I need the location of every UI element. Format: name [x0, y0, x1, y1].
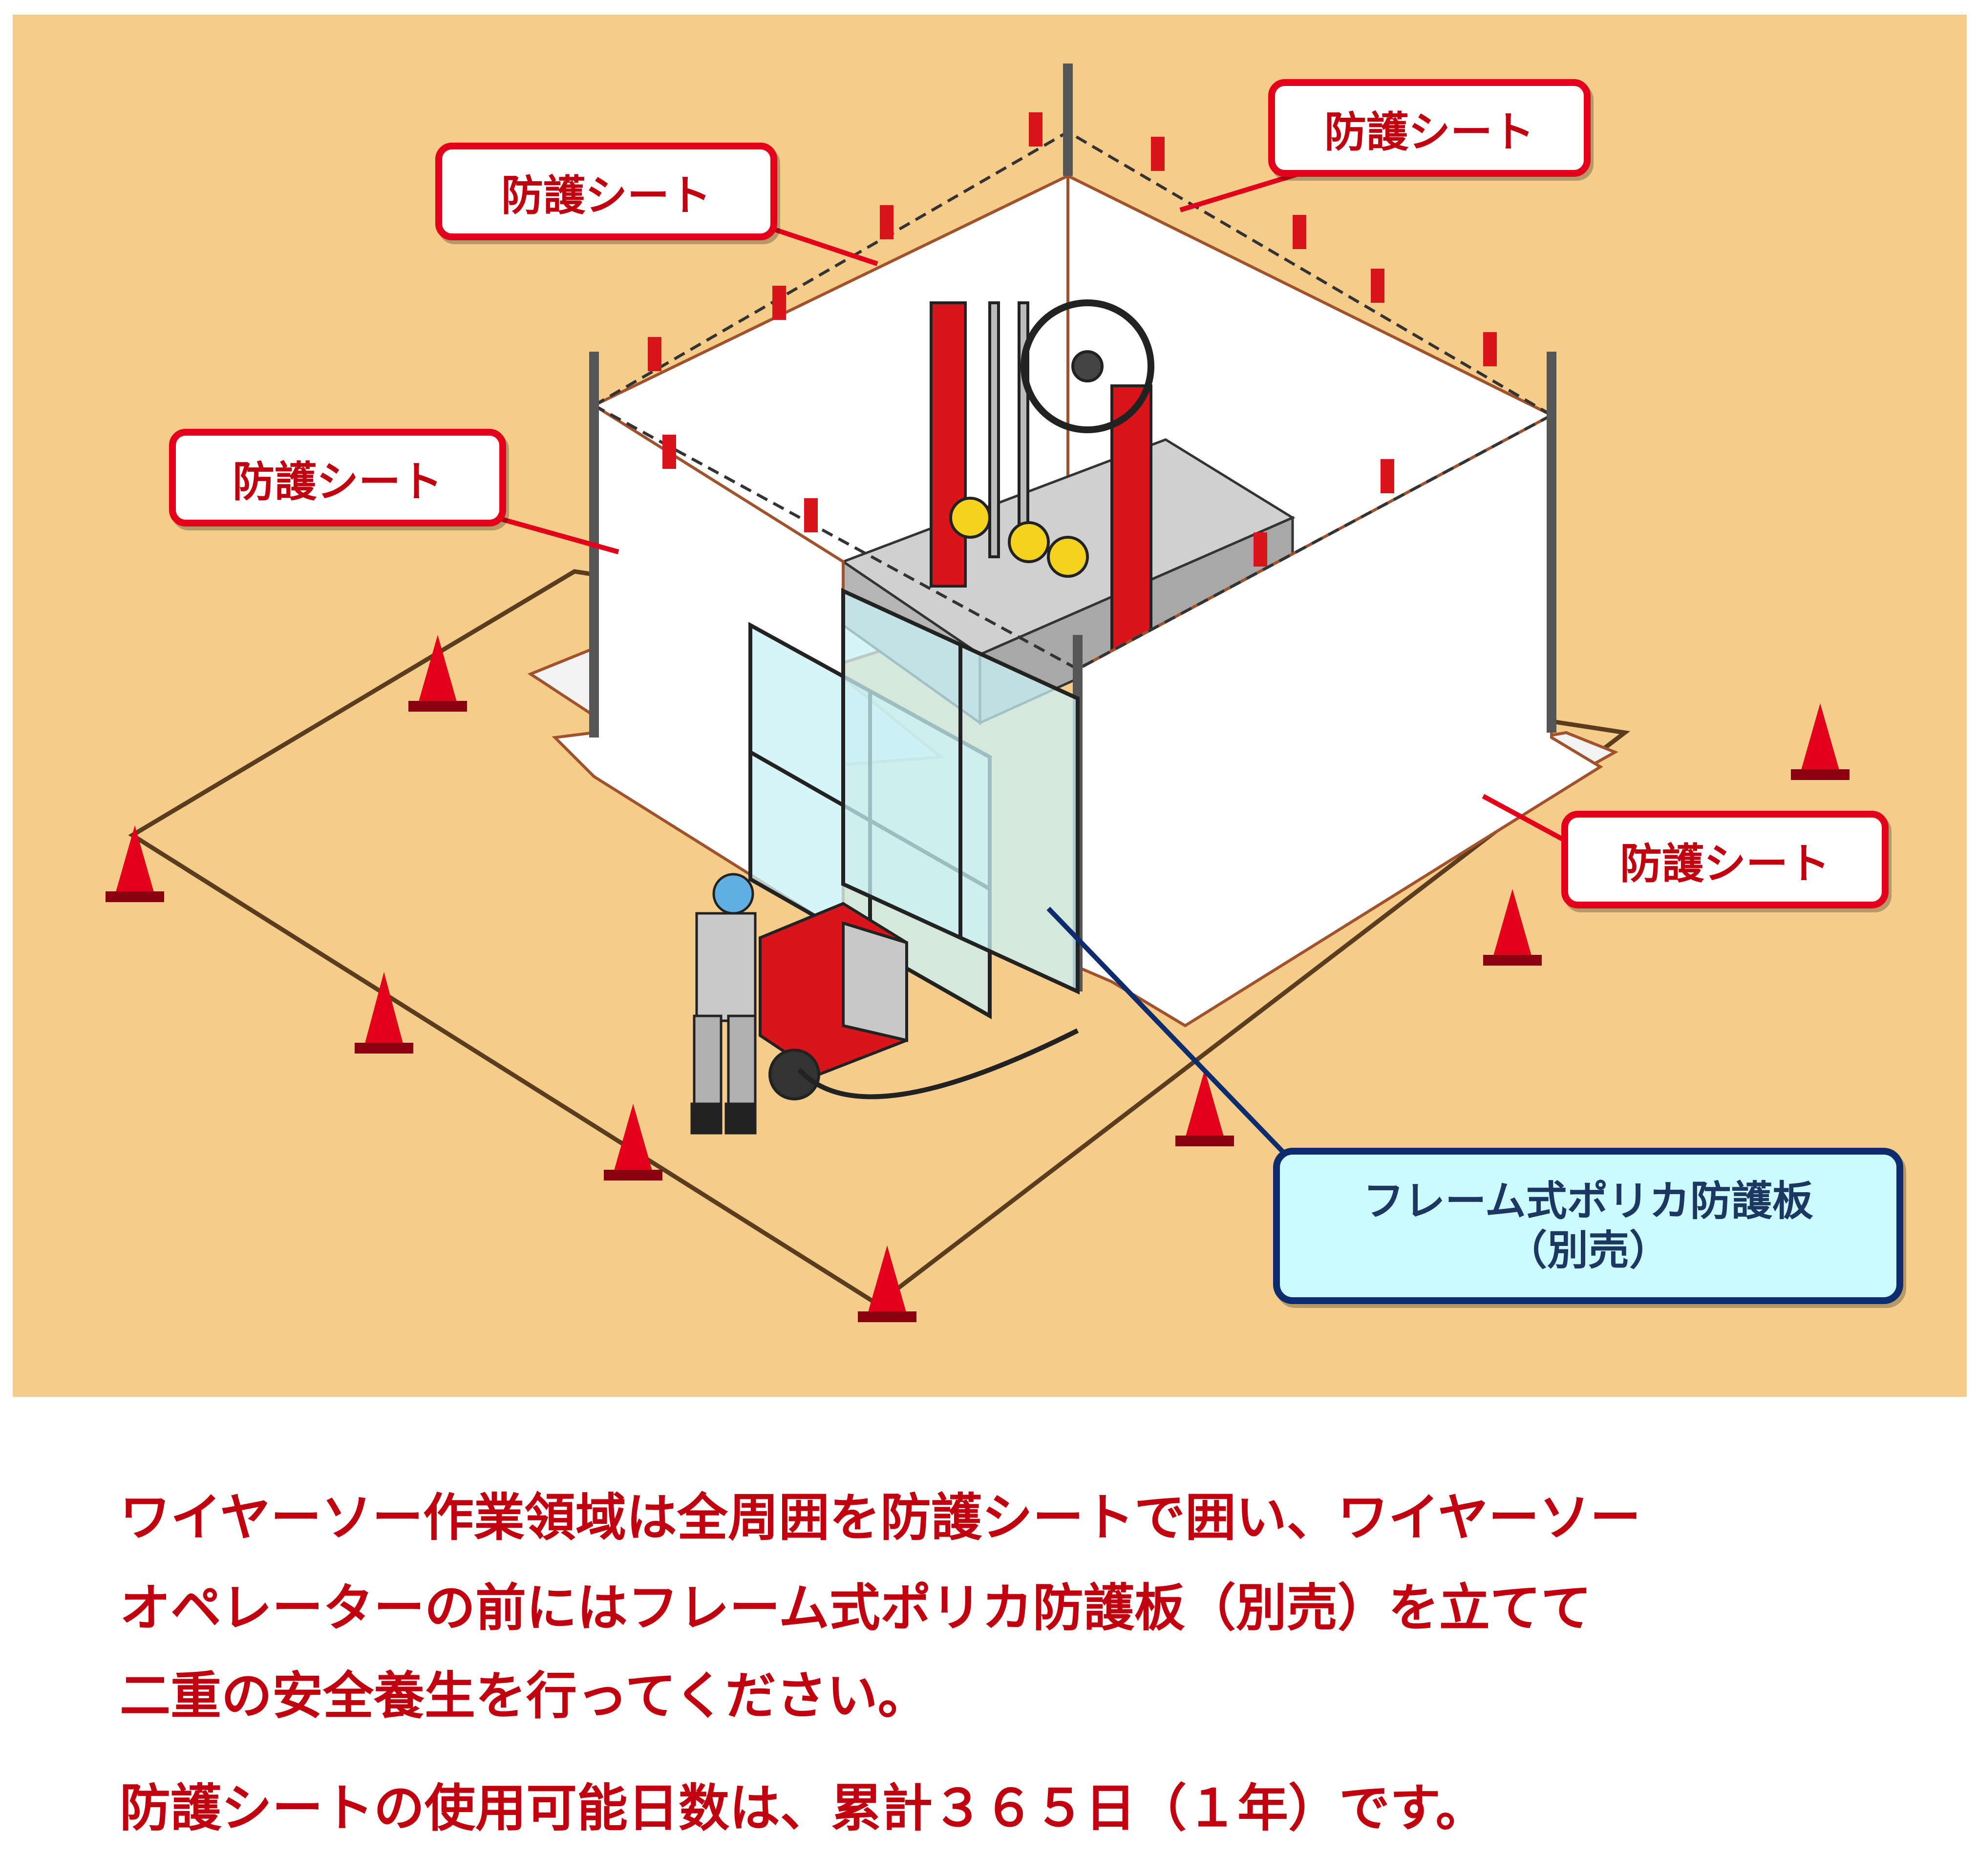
cone-icon: [408, 635, 467, 712]
instruction-line-3: 二重の安全養生を行ってください。: [120, 1666, 929, 1726]
cone-icon: [1483, 889, 1542, 966]
hydraulic-hose: [797, 1028, 1079, 1099]
site-illustration: [106, 63, 1850, 1322]
illustration-area: 防護シート 防護シート 防護シート 防護シート フレーム式ポリカ防護板 （別売）: [13, 15, 1967, 1397]
operator-figure: [690, 873, 757, 1135]
callout-label: 防護シート: [501, 171, 711, 220]
cone-icon: [1791, 703, 1850, 780]
callout-sheet-top-right: 防護シート: [1268, 79, 1591, 177]
callout-sublabel: （別売）: [1506, 1226, 1670, 1274]
traffic-cones: [106, 635, 1850, 1322]
cone-icon: [604, 1104, 662, 1180]
callout-label: 防護シート: [1324, 107, 1534, 157]
cone-icon: [1175, 1070, 1234, 1146]
callout-label: 防護シート: [233, 457, 443, 506]
instruction-line-1: ワイヤーソー作業領域は全周囲を防護シートで囲い、ワイヤーソー: [120, 1488, 1641, 1547]
callout-sheet-top-left: 防護シート: [435, 143, 777, 240]
hydraulic-power-unit: [759, 902, 908, 1100]
callout-label: フレーム式ポリカ防護板: [1363, 1177, 1813, 1225]
callout-sheet-right: 防護シート: [1561, 811, 1889, 908]
clamp-icons: [648, 112, 1497, 567]
callout-sheet-left: 防護シート: [169, 429, 506, 527]
callout-label: 防護シート: [1620, 839, 1830, 888]
cone-icon: [355, 972, 413, 1054]
usage-days-note: 防護シートの使用可能日数は、累計３６５日（１年）です。: [120, 1778, 1487, 1838]
cone-icon: [106, 825, 164, 902]
panel-frame-right: [841, 588, 1080, 995]
cone-icon: [858, 1245, 916, 1322]
callout-polycarbonate-panel: フレーム式ポリカ防護板 （別売）: [1273, 1148, 1903, 1304]
wire-saw-machine: [930, 299, 1154, 661]
instruction-line-2: オペレーターの前にはフレーム式ポリカ防護板（別売）を立てて: [120, 1578, 1592, 1638]
